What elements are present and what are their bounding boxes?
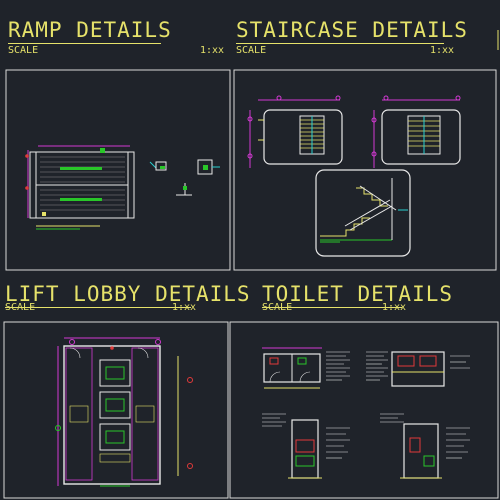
staircase-title-underline — [236, 43, 444, 44]
toilet-title-underline — [262, 307, 402, 308]
ramp-scale-value: 1:xx — [200, 45, 225, 56]
staircase-plan-1 — [247, 95, 343, 168]
toilet-section-2 — [380, 413, 470, 479]
lift-lobby-scale-label: SCALE — [5, 302, 36, 313]
lift-lobby-scale-value: 1:xx — [172, 302, 197, 313]
lift-lobby-plan — [55, 337, 193, 487]
lift-lobby-details-title: LIFT LOBBY DETAILS — [5, 282, 251, 306]
toilet-plan-2 — [366, 351, 470, 387]
ramp-panel-frame — [5, 69, 231, 271]
toilet-panel-frame — [229, 321, 499, 499]
staircase-details-title: STAIRCASE DETAILS — [236, 18, 468, 42]
staircase-plan-2 — [371, 95, 461, 168]
toilet-plan-1 — [262, 347, 350, 389]
toilet-scale-value: 1:xx — [382, 302, 407, 313]
ramp-scale-label: SCALE — [8, 45, 39, 56]
lift-lobby-panel-frame — [3, 321, 229, 499]
ramp-title-underline — [8, 43, 161, 44]
staircase-panel-frame — [233, 69, 497, 271]
ramp-plan-drawing — [25, 145, 135, 230]
lift-lobby-title-underline — [5, 307, 191, 308]
staircase-scale-label: SCALE — [236, 45, 267, 56]
toilet-scale-label: SCALE — [262, 302, 293, 313]
toilet-details-title: TOILET DETAILS — [262, 282, 454, 306]
ramp-details-title: RAMP DETAILS — [8, 18, 172, 42]
ramp-section-details — [149, 159, 220, 196]
toilet-section-1 — [262, 413, 350, 479]
staircase-scale-value: 1:xx — [430, 45, 455, 56]
staircase-section — [315, 169, 411, 257]
